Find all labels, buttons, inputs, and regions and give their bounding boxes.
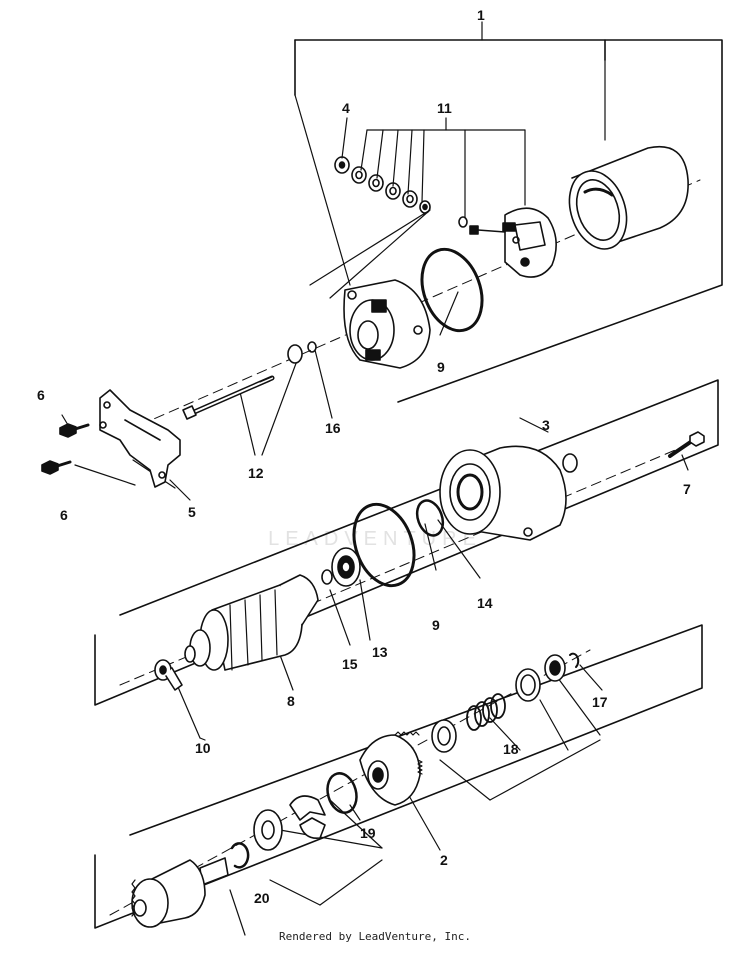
through-bolt-part [182,375,275,420]
stop-collar-part [431,719,457,753]
callout-16: 16 [325,420,341,436]
washer-large-part [253,809,283,851]
callout-9-top: 9 [437,359,445,375]
callout-6-top: 6 [37,387,45,403]
mounting-bracket-part [99,389,181,488]
spring-18-part [466,693,506,731]
callout-2: 2 [440,852,448,868]
callout-4: 4 [342,100,350,116]
callout-15: 15 [342,656,358,672]
o-ring-middle-part [352,502,416,588]
motor-can-part [568,146,689,250]
callout-13: 13 [372,644,388,660]
bolt-washer-part [287,344,303,364]
o-ring-top-part [420,247,484,333]
washer-16-part [307,341,317,353]
washer-3-part [562,453,578,473]
front-housing-part [439,445,567,541]
bearing-13-part [331,547,361,587]
group-box-bottom [94,624,703,929]
footer-credit: Rendered by LeadVenture, Inc. [278,930,472,943]
bolt-7-part [668,431,705,458]
armature-part [184,574,319,671]
ring-19-part [326,772,358,814]
callout-6-bottom: 6 [60,507,68,523]
group-box-top [294,39,723,403]
callout-17: 17 [592,694,608,710]
clip-17-part [569,652,580,668]
callout-14: 14 [477,595,493,611]
washer-15-part [321,569,333,585]
washer-stack-parts [334,156,468,228]
watermark: LEADVENTURE [268,528,482,550]
drive-shaft-gear-part [131,857,229,928]
o-ring-14-part [415,499,445,537]
end-cover-part [343,279,431,369]
callout-9-middle: 9 [432,617,440,633]
callout-20: 20 [254,890,270,906]
snap-ring-20-part [230,842,250,869]
callout-10: 10 [195,740,211,756]
callout-7: 7 [683,481,691,497]
callout-5: 5 [188,504,196,520]
callout-3: 3 [542,417,550,433]
callout-1: 1 [477,7,485,23]
pinion-drive-part [359,731,423,806]
callout-8: 8 [287,693,295,709]
callout-labels: 1 4 11 9 16 12 6 6 5 3 7 14 9 13 15 8 10… [37,7,691,906]
callout-12: 12 [248,465,264,481]
callout-11: 11 [437,100,452,116]
brush-holder-part [469,207,557,278]
clutch-halves-part [289,795,326,840]
collar-parts [515,654,566,702]
callout-18: 18 [503,741,519,757]
terminal-10-part [154,659,183,691]
leader-lines [61,21,689,936]
callout-19: 19 [360,825,376,841]
bolt-6-parts [41,423,90,475]
